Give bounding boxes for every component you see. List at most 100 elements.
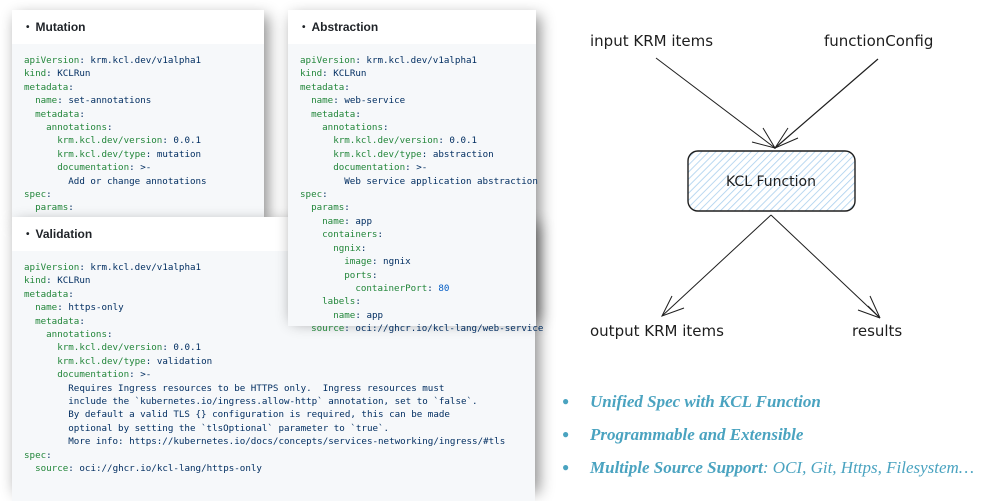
yaml-value: >- bbox=[140, 369, 152, 381]
code-line: image: ngnix bbox=[344, 256, 411, 268]
code-line: name: set-annotations bbox=[35, 95, 152, 107]
code-line: spec: bbox=[24, 449, 52, 461]
validation-card: • Validation apiVersion: krm.kcl.dev/v1a… bbox=[12, 217, 535, 501]
yaml-key: metadata bbox=[300, 81, 345, 93]
code-line: apiVersion: krm.kcl.dev/v1alpha1 bbox=[24, 262, 202, 273]
yaml-value: mutation bbox=[156, 148, 202, 160]
config-label: functionConfig bbox=[824, 32, 933, 50]
mutation-card: • Mutation apiVersion: krm.kcl.dev/v1alp… bbox=[12, 10, 284, 240]
card-title: Validation bbox=[35, 227, 93, 241]
code-line: source: oci://ghcr.io/kcl-lang/web-servi… bbox=[311, 323, 544, 335]
code-line: source: oci://ghcr.io/kcl-lang/https-onl… bbox=[35, 463, 262, 475]
yaml-value: >- bbox=[140, 162, 152, 174]
code-line: containerPort: 80 bbox=[355, 282, 450, 294]
yaml-value: abstraction bbox=[432, 148, 494, 160]
yaml-value: KCLRun bbox=[333, 68, 367, 80]
function-label: KCL Function bbox=[726, 174, 816, 190]
yaml-value: krm.kcl.dev/v1alpha1 bbox=[90, 55, 202, 66]
results-arrow bbox=[770, 214, 881, 319]
yaml-key: source bbox=[311, 323, 345, 335]
yaml-key: kind bbox=[24, 68, 47, 80]
code-line: name: app bbox=[333, 309, 384, 321]
yaml-key: params bbox=[35, 202, 69, 214]
code-line: metadata: bbox=[35, 108, 85, 120]
code-line: name: app bbox=[322, 215, 372, 227]
yaml-key: annotations bbox=[46, 122, 107, 134]
arrowhead-icon bbox=[857, 295, 881, 319]
yaml-key: apiVersion bbox=[24, 262, 80, 273]
abstraction-card: • Abstraction apiVersion: krm.kcl.dev/v1… bbox=[288, 10, 543, 334]
yaml-key: spec bbox=[300, 189, 323, 201]
yaml-key: source bbox=[35, 463, 69, 475]
code-line: kind: KCLRun bbox=[300, 68, 367, 80]
code-line: apiVersion: krm.kcl.dev/v1alpha1 bbox=[24, 55, 202, 66]
yaml-key: containerPort bbox=[355, 282, 428, 294]
code-line: kind: KCLRun bbox=[24, 275, 91, 287]
yaml-value: Web service application abstraction bbox=[344, 175, 538, 187]
input-label: input KRM items bbox=[590, 32, 713, 50]
yaml-value: set-annotations bbox=[68, 95, 152, 107]
yaml-value: https-only bbox=[68, 302, 124, 314]
output-arrow bbox=[661, 214, 772, 317]
bullet-icon: ● bbox=[562, 394, 570, 408]
code-line: krm.kcl.dev/version: 0.0.1 bbox=[57, 135, 202, 147]
yaml-value: KCLRun bbox=[57, 275, 91, 287]
code-line: ngnix: bbox=[333, 242, 367, 254]
code-line: documentation: >- bbox=[57, 369, 152, 381]
feature-detail: : OCI, Git, Https, Filesystem… bbox=[762, 457, 974, 477]
code-line: containers: bbox=[322, 229, 384, 241]
yaml-value: web-service bbox=[344, 95, 406, 107]
feature-item: ● Multiple Source Support: OCI, Git, Htt… bbox=[562, 451, 974, 484]
bullet-icon: ● bbox=[562, 427, 570, 441]
code-line: metadata: bbox=[35, 315, 85, 327]
bullet-icon: • bbox=[26, 228, 30, 240]
code-line: By default a valid TLS {} configuration … bbox=[24, 408, 523, 421]
yaml-value: Add or change annotations bbox=[68, 175, 207, 187]
code-line: spec: bbox=[300, 189, 328, 201]
code-line: labels: bbox=[322, 296, 361, 308]
yaml-key: metadata bbox=[35, 108, 80, 120]
yaml-value: krm.kcl.dev/v1alpha1 bbox=[366, 55, 478, 66]
code-block: apiVersion: krm.kcl.dev/v1alpha1 kind: KC… bbox=[288, 44, 543, 334]
code-line: metadata: bbox=[24, 81, 74, 93]
yaml-key: annotations bbox=[322, 122, 383, 134]
yaml-value: 0.0.1 bbox=[173, 342, 202, 354]
yaml-key: metadata bbox=[311, 108, 356, 120]
code-line: Requires Ingress resources to be HTTPS o… bbox=[24, 382, 523, 395]
config-arrow bbox=[774, 58, 879, 149]
yaml-key: name bbox=[311, 95, 334, 107]
feature-list: ● Unified Spec with KCL Function ● Progr… bbox=[562, 385, 974, 484]
yaml-value: By default a valid TLS {} configuration … bbox=[68, 409, 450, 421]
kcl-function-diagram: input KRM items functionConfig output KR… bbox=[590, 32, 933, 340]
yaml-key: krm.kcl.dev/version bbox=[333, 135, 439, 147]
yaml-value: krm.kcl.dev/v1alpha1 bbox=[90, 262, 202, 273]
code-line: ports: bbox=[344, 269, 378, 281]
code-line: annotations: bbox=[46, 329, 113, 341]
yaml-value: oci://ghcr.io/kcl-lang/https-only bbox=[79, 463, 262, 475]
feature-item: ● Programmable and Extensible bbox=[562, 418, 974, 451]
feature-title: Unified Spec with KCL Function bbox=[590, 391, 821, 411]
bullet-icon: • bbox=[26, 21, 30, 33]
yaml-key: spec bbox=[24, 189, 47, 201]
yaml-key: image bbox=[344, 256, 372, 268]
code-line: documentation: >- bbox=[333, 162, 428, 174]
card-header: • Abstraction bbox=[288, 10, 536, 44]
code-line: krm.kcl.dev/type: validation bbox=[57, 355, 213, 367]
yaml-value: 80 bbox=[438, 282, 450, 294]
yaml-key: metadata bbox=[35, 315, 80, 327]
yaml-key: krm.kcl.dev/type bbox=[57, 355, 146, 367]
yaml-value: app bbox=[355, 215, 372, 227]
yaml-key: name bbox=[333, 309, 356, 321]
code-line: annotations: bbox=[46, 122, 113, 134]
yaml-key: name bbox=[322, 215, 345, 227]
code-line: More info: https://kubernetes.io/docs/co… bbox=[24, 435, 523, 448]
yaml-key: containers bbox=[322, 229, 378, 241]
code-line: name: web-service bbox=[311, 95, 406, 107]
code-line: apiVersion: krm.kcl.dev/v1alpha1 bbox=[300, 55, 478, 66]
code-line: krm.kcl.dev/version: 0.0.1 bbox=[333, 135, 478, 147]
output-label: output KRM items bbox=[590, 322, 724, 340]
code-line: krm.kcl.dev/type: mutation bbox=[57, 148, 202, 160]
feature-title: Programmable and Extensible bbox=[590, 424, 804, 444]
yaml-key: params bbox=[311, 202, 345, 214]
yaml-key: name bbox=[35, 302, 58, 314]
